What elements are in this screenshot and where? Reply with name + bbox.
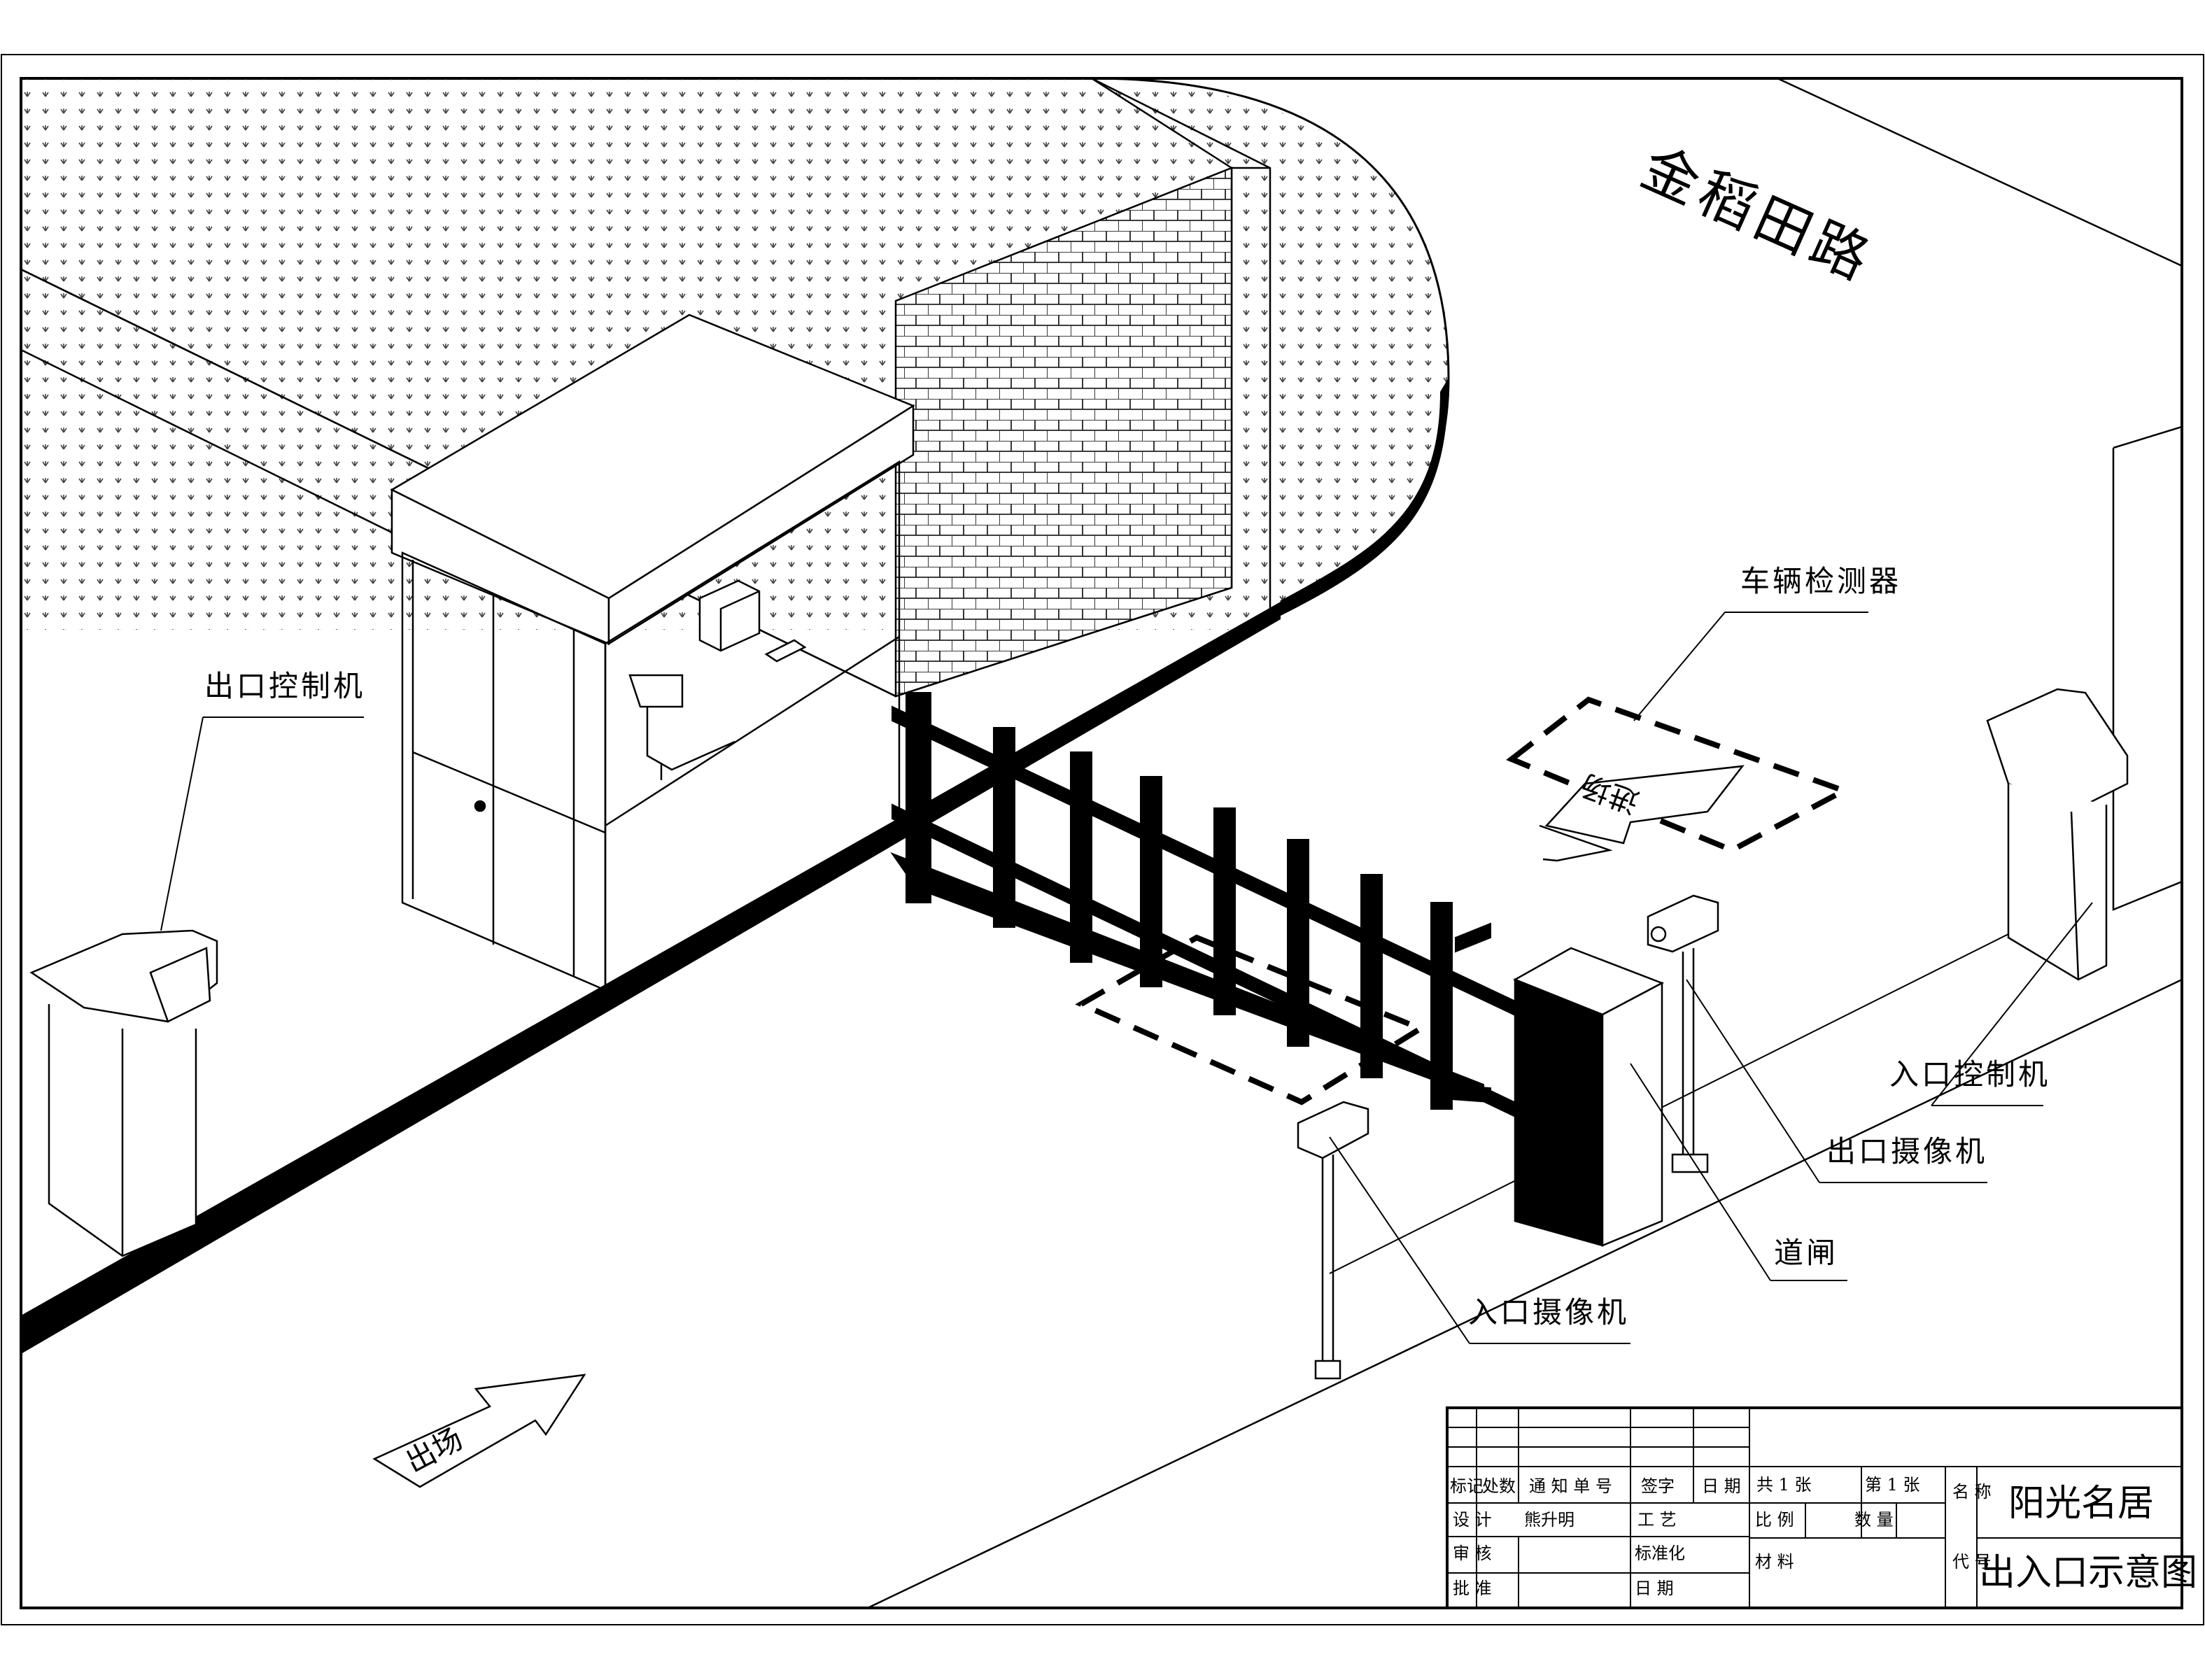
tb-process-label: 工 艺 <box>1637 1510 1677 1530</box>
corner-curve-shadow <box>1281 378 1449 616</box>
title-block-frame <box>1446 1406 2183 1609</box>
keyboard <box>764 639 807 663</box>
chair <box>628 674 735 780</box>
leader-lines <box>160 612 2093 1344</box>
tb-header-count: 处数 <box>1482 1476 1516 1496</box>
tb-review-label: 审 核 <box>1453 1544 1492 1563</box>
door-knob[interactable] <box>474 800 486 812</box>
road-name: 金稻田路 <box>1632 134 1883 294</box>
tb-header-notice: 通 知 单 号 <box>1529 1476 1612 1496</box>
tb-date-label: 日 期 <box>1635 1579 1674 1598</box>
tb-header-date: 日 期 <box>1702 1476 1741 1496</box>
label-barrier-gate: 道闸 <box>1774 1236 1838 1270</box>
tb-header-mark: 标记 <box>1450 1476 1484 1496</box>
road-edge-right <box>867 978 2182 1608</box>
tb-name-label: 名 称 <box>1952 1482 1992 1502</box>
tb-sheet-no: 第 1 张 <box>1865 1475 1920 1495</box>
booth-window-frames <box>411 560 900 976</box>
tb-quantity-label: 数 量 <box>1854 1510 1894 1530</box>
booth-side-wall <box>604 460 901 992</box>
entry-arrow-marking: 进场 <box>1539 765 1745 862</box>
tb-designer-name: 熊升明 <box>1524 1510 1575 1530</box>
title-block-grid <box>1447 1408 2182 1608</box>
tb-standard-label: 标准化 <box>1635 1544 1685 1563</box>
right-building <box>2112 425 2182 911</box>
outer-border <box>1 54 2204 1625</box>
barrier-gate <box>1513 947 1665 1247</box>
entry-camera <box>1297 1101 1369 1380</box>
boundary-wall-brick <box>894 167 1233 698</box>
exit-control-machine <box>29 929 218 1257</box>
wall-top-rim <box>1091 78 1271 616</box>
tb-material-label: 材 料 <box>1755 1552 1794 1572</box>
tb-sheet-total: 共 1 张 <box>1756 1475 1812 1495</box>
entry-control-machine <box>1986 688 2129 981</box>
tb-code-label: 代 号 <box>1952 1552 1992 1572</box>
tb-scale-label: 比 例 <box>1755 1510 1794 1530</box>
vehicle-detector-loop-entry <box>1506 696 1851 854</box>
tb-drawing-title: 出入口示意图 <box>1979 1552 2197 1594</box>
label-vehicle-detector: 车辆检测器 <box>1740 564 1901 598</box>
monitor <box>698 579 761 652</box>
tb-approve-label: 批 准 <box>1453 1579 1492 1598</box>
road-edge-middle <box>1329 902 2072 1274</box>
label-exit-camera: 出口摄像机 <box>1826 1134 1987 1169</box>
tb-header-sign: 签字 <box>1641 1476 1675 1496</box>
booth-roof-side <box>607 404 915 646</box>
tb-design-label: 设 计 <box>1453 1510 1492 1530</box>
label-entry-controller: 入口控制机 <box>1889 1057 2050 1092</box>
road-edge-top <box>1777 78 2182 267</box>
title-block: 标记 处数 通 知 单 号 签字 日 期 设 计 熊升明 工 艺 审 核 标准化… <box>1446 1406 2197 1609</box>
tb-project-name: 阳光名居 <box>2008 1483 2154 1525</box>
label-entry-camera: 入口摄像机 <box>1468 1295 1629 1329</box>
label-exit-controller: 出口控制机 <box>204 669 365 703</box>
exit-arrow-marking: 出场 <box>372 1374 586 1488</box>
barrier-fence-arm <box>890 692 1537 1128</box>
median-divider <box>21 602 1281 1354</box>
guard-booth <box>390 313 915 992</box>
exit-camera <box>1647 894 1719 1173</box>
